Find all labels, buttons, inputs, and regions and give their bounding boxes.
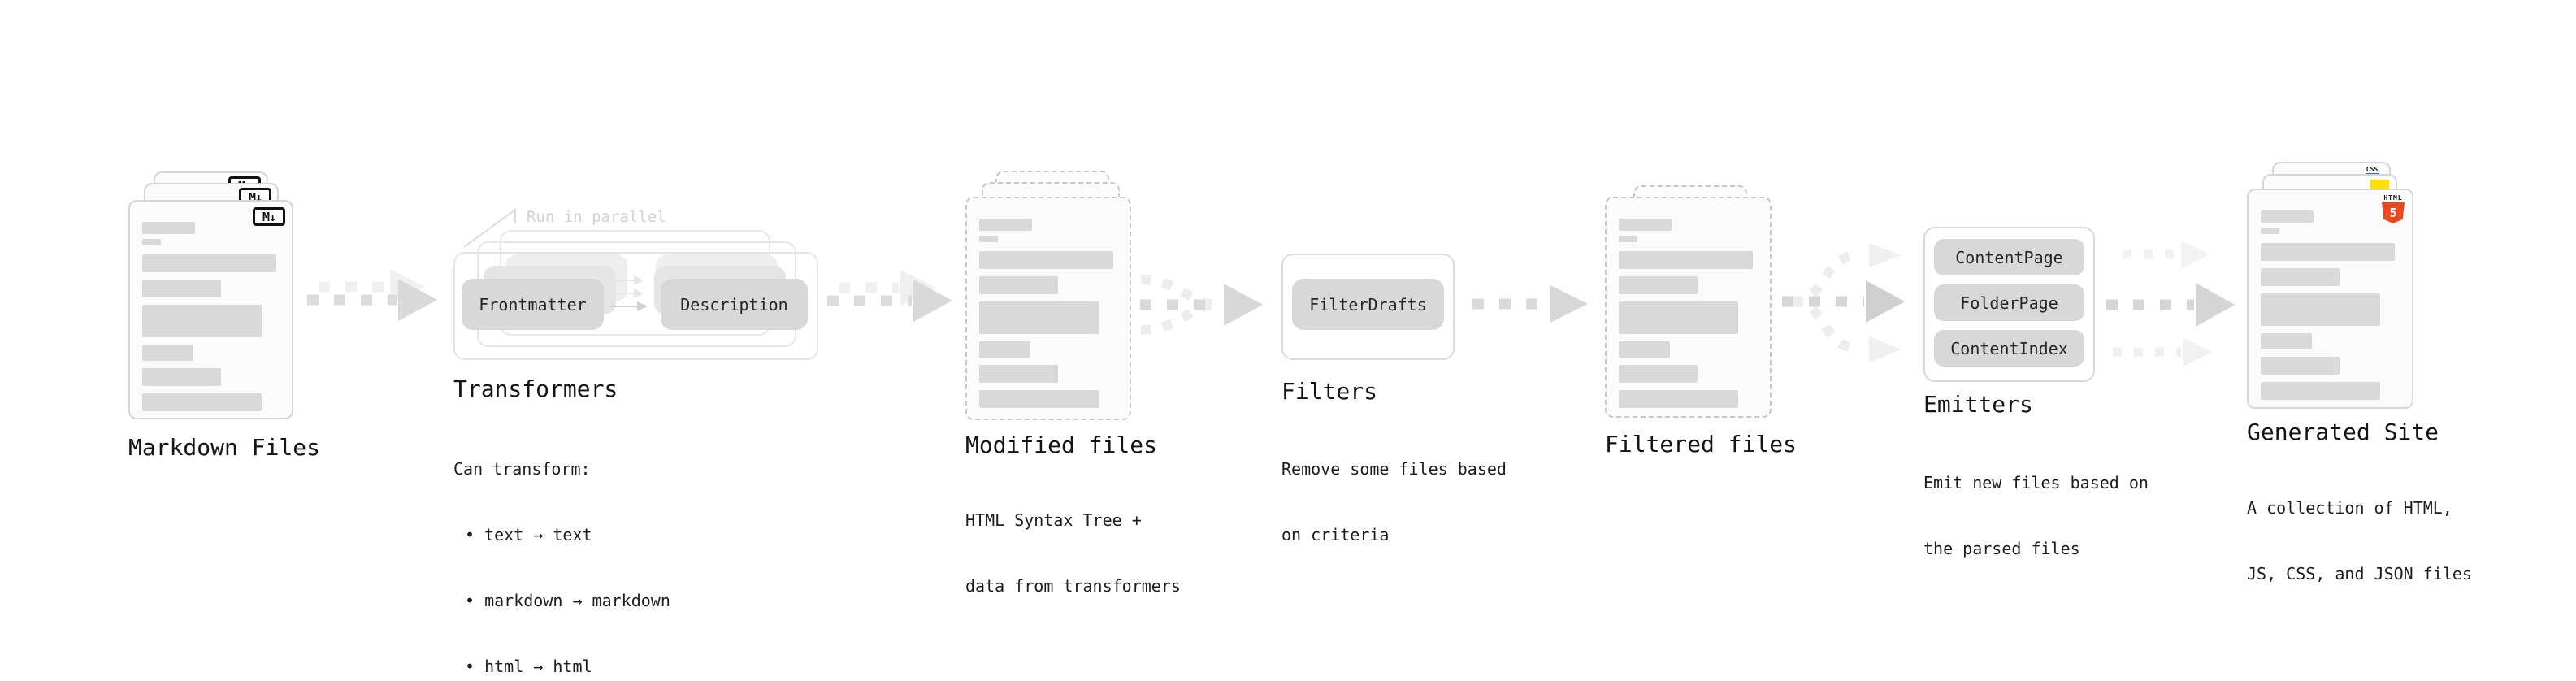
contentpage-pill: ContentPage: [1934, 239, 2084, 275]
stage-title-filtered-files: Filtered files: [1605, 431, 1798, 458]
stage-title-modified-files: Modified files: [965, 432, 1158, 458]
document-text-skeleton: [2249, 190, 2412, 400]
caption-line: HTML Syntax Tree +: [965, 510, 1142, 530]
arrow-filtered-to-emitters: [1782, 243, 1905, 362]
document-text-skeleton: [130, 202, 292, 411]
modified-files-caption: HTML Syntax Tree + data from transformer…: [965, 466, 1181, 641]
modified-file-card-front: [965, 197, 1131, 420]
arrow-markdown-to-transformers: [307, 269, 437, 321]
caption-line: A collection of HTML,: [2247, 498, 2452, 518]
arrow-transformers-to-modified: [827, 270, 952, 322]
caption-line: Emit new files based on: [1923, 473, 2149, 492]
caption-line: JS, CSS, and JSON files: [2247, 564, 2472, 583]
stage-title-emitters: Emitters: [1923, 391, 2033, 418]
transformer-frame-front: [453, 252, 818, 360]
generated-site-caption: A collection of HTML, JS, CSS, and JSON …: [2247, 453, 2472, 629]
html5-icon-shield: 5: [2382, 202, 2405, 223]
markdown-file-card-front: M↓: [128, 200, 293, 419]
bullet-line: • text → text: [465, 525, 592, 544]
emitters-caption: Emit new files based on the parsed files: [1923, 428, 2149, 604]
html5-icon: HTML 5: [2381, 195, 2405, 223]
contentindex-pill: ContentIndex: [1934, 330, 2084, 367]
caption-line: Can transform:: [453, 459, 591, 479]
document-text-skeleton: [1607, 198, 1770, 408]
css-icon-label: CSS: [2366, 166, 2379, 173]
arrow-emitters-to-site: [2106, 241, 2235, 367]
arrow-modified-to-filters: [1140, 275, 1263, 335]
filtered-file-card-front: [1605, 197, 1772, 418]
markdown-icon: M↓: [253, 207, 285, 226]
stage-title-transformers: Transformers: [453, 375, 618, 402]
caption-line: data from transformers: [965, 576, 1181, 596]
transformers-caption: Can transform: • text → text • markdown …: [453, 414, 670, 681]
run-in-parallel-annotation: Run in parallel: [527, 208, 666, 226]
bullet-line: • markdown → markdown: [465, 591, 670, 610]
bullet-line: • html → html: [465, 657, 592, 676]
site-file-card-html: HTML 5: [2247, 189, 2413, 409]
js-icon: [2370, 180, 2389, 189]
html5-icon-label: HTML: [2383, 194, 2403, 202]
arrow-filters-to-filtered: [1472, 285, 1588, 323]
frontmatter-pill: Frontmatter: [462, 279, 604, 330]
stage-title-generated-site: Generated Site: [2247, 419, 2439, 445]
folderpage-pill: FolderPage: [1934, 284, 2084, 321]
caption-line: the parsed files: [1923, 539, 2080, 558]
caption-line: on criteria: [1281, 525, 1390, 544]
document-text-skeleton: [967, 198, 1130, 408]
caption-line: Remove some files based: [1281, 459, 1507, 479]
stage-title-filters: Filters: [1281, 378, 1378, 405]
filters-caption: Remove some files based on criteria: [1281, 414, 1507, 590]
stage-title-markdown-files: Markdown Files: [128, 434, 321, 461]
filterdrafts-pill: FilterDrafts: [1292, 279, 1444, 330]
description-pill: Description: [661, 279, 808, 330]
